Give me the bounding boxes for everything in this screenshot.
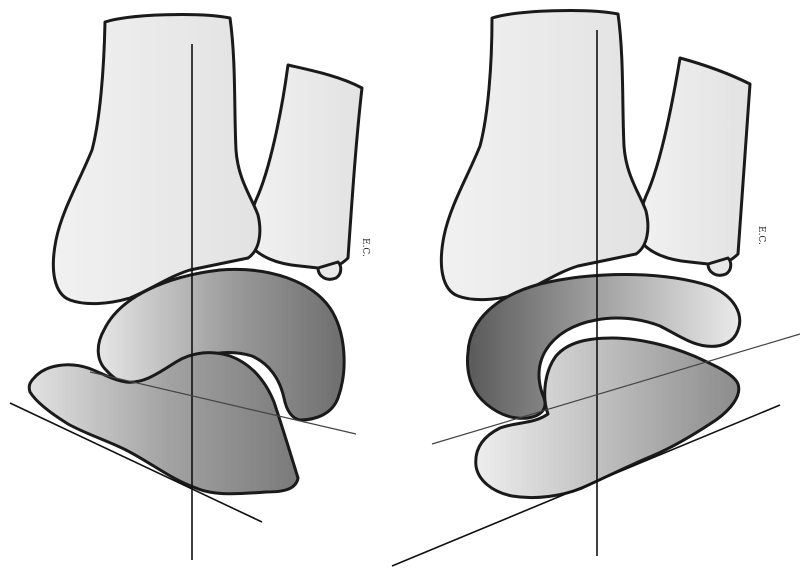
left-tibia [53, 15, 260, 304]
left-calcaneus [29, 353, 298, 494]
right-panel [392, 11, 800, 566]
artist-signature-right: E.C. [756, 226, 766, 245]
right-tibia [441, 11, 648, 300]
right-fibula [639, 58, 750, 265]
left-panel [10, 15, 362, 560]
left-fibula [249, 65, 362, 269]
artist-signature-left: E.C. [360, 238, 370, 257]
